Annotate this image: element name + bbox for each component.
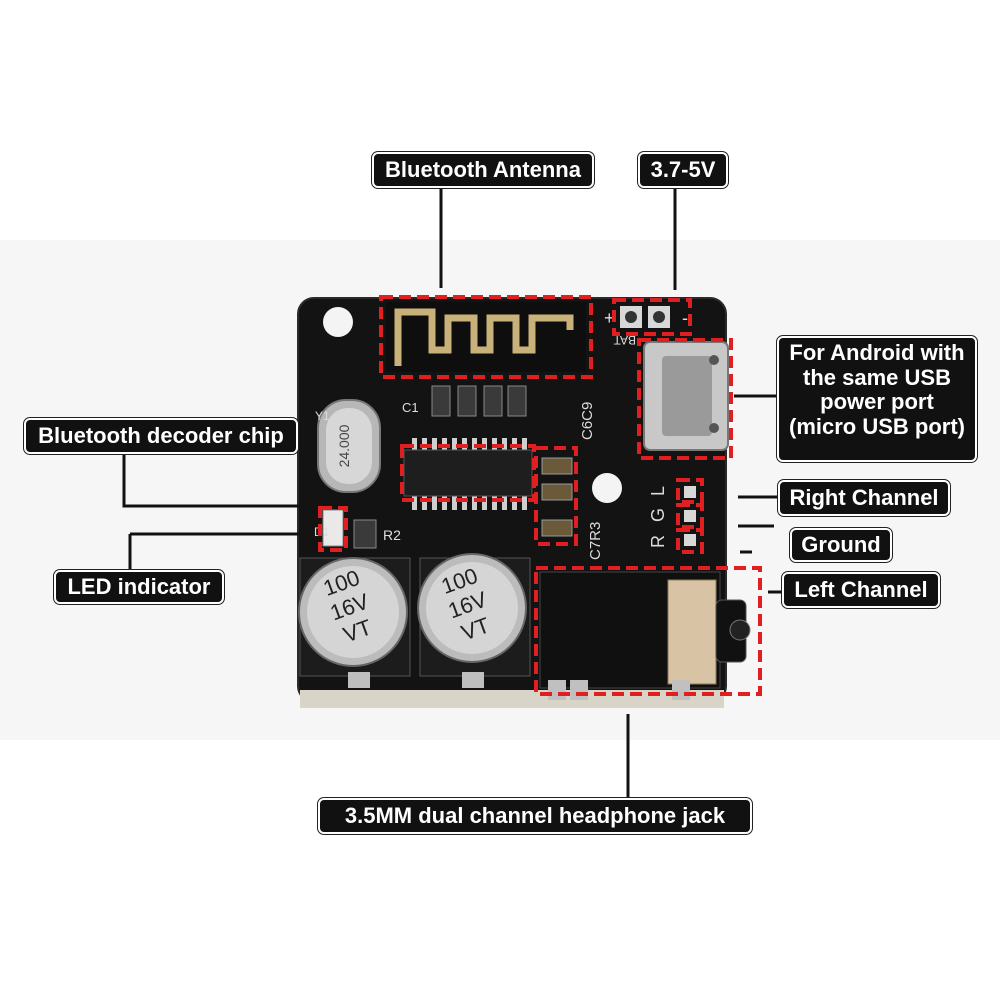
silk-c7r3: C7R3 bbox=[587, 522, 604, 560]
highlight-jack bbox=[534, 566, 762, 696]
silk-y1: Y1 bbox=[315, 409, 330, 423]
led bbox=[322, 509, 344, 547]
highlight-right-pad bbox=[676, 478, 704, 504]
board-edge bbox=[300, 690, 724, 708]
highlight-ground-pad bbox=[676, 503, 704, 529]
capacitor-left: 100 16V VT bbox=[298, 557, 411, 688]
rgl-pads: L G R bbox=[648, 486, 696, 548]
passive-components: C6C9 C7R3 R2 D1 bbox=[314, 402, 604, 560]
leader-lines bbox=[122, 188, 782, 800]
smd-components: C1 Y1 bbox=[315, 385, 527, 423]
micro-usb-port bbox=[643, 341, 729, 451]
mounting-hole bbox=[592, 473, 622, 503]
highlight-decoder bbox=[400, 444, 536, 502]
highlight-voltage bbox=[612, 298, 692, 336]
highlight-led bbox=[318, 506, 348, 552]
capacitor-right: 100 16V VT bbox=[417, 553, 531, 688]
label-ground: Ground bbox=[790, 528, 892, 562]
label-decoder-chip: Bluetooth decoder chip bbox=[24, 418, 298, 454]
leader-decoder bbox=[122, 452, 300, 508]
label-usb-line-4: (micro USB port) bbox=[789, 413, 965, 439]
silk-g: G bbox=[648, 508, 668, 522]
silk-minus: - bbox=[682, 308, 688, 328]
highlight-antenna bbox=[379, 295, 593, 379]
crystal-oscillator: 24.000 bbox=[317, 399, 381, 493]
silk-r2: R2 bbox=[383, 527, 401, 543]
crystal-marking: 24.000 bbox=[336, 424, 352, 467]
label-bluetooth-antenna: Bluetooth Antenna bbox=[372, 152, 594, 188]
label-usb-line-1: For Android with bbox=[789, 340, 965, 365]
label-right-channel: Right Channel bbox=[778, 480, 950, 516]
antenna-trace bbox=[386, 302, 586, 372]
silk-plus: + bbox=[604, 308, 615, 328]
label-voltage: 3.7-5V bbox=[638, 152, 728, 188]
label-led-indicator: LED indicator bbox=[54, 570, 224, 604]
highlight-boxes bbox=[318, 295, 762, 696]
silk-r: R bbox=[648, 535, 668, 548]
silk-c6c9: C6C9 bbox=[579, 402, 596, 440]
label-headphone-jack: 3.5MM dual channel headphone jack bbox=[318, 798, 752, 834]
highlight-passives bbox=[534, 446, 578, 546]
highlight-left-pad bbox=[676, 528, 704, 554]
silk-bat: BAT bbox=[613, 333, 636, 347]
label-usb-port: For Android with the same USB power port… bbox=[777, 336, 977, 462]
highlight-usb bbox=[637, 338, 733, 460]
label-usb-line-3: power port bbox=[820, 389, 934, 415]
label-left-channel: Left Channel bbox=[782, 572, 940, 608]
battery-pads: + - BAT bbox=[604, 306, 688, 347]
mounting-hole bbox=[323, 307, 353, 337]
silk-c1: C1 bbox=[402, 400, 419, 415]
silk-l: L bbox=[648, 486, 668, 496]
headphone-jack bbox=[539, 571, 751, 700]
label-usb-line-2: the same USB bbox=[803, 364, 951, 390]
